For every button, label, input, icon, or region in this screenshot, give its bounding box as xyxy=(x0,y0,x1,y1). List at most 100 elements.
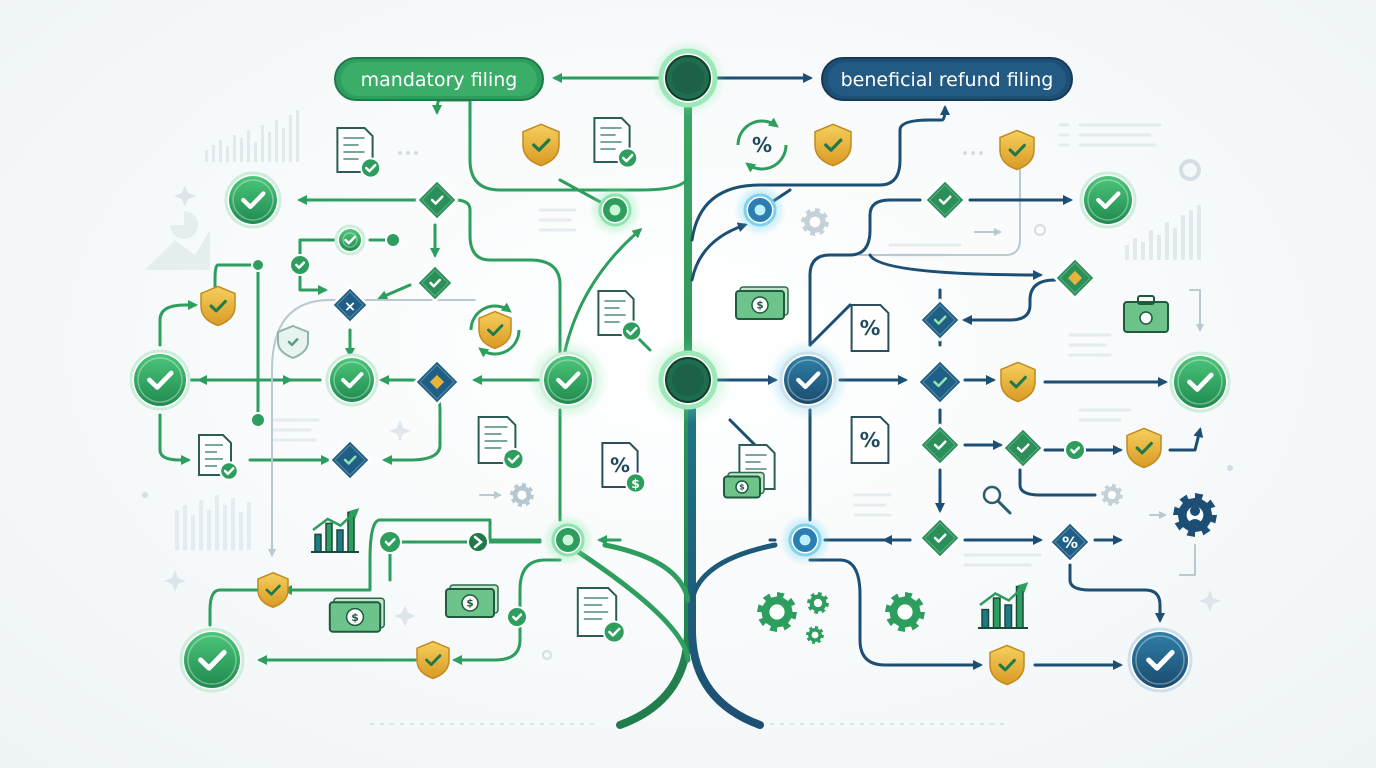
user-icon xyxy=(1186,506,1204,525)
svg-text:%: % xyxy=(610,454,630,477)
banknote-icon: $ xyxy=(328,597,385,633)
small-check-node xyxy=(378,530,402,554)
junction-node-blue xyxy=(743,193,777,227)
document-check-icon xyxy=(477,416,525,471)
decision-diamond-icon xyxy=(916,358,964,406)
gear-icon xyxy=(806,626,824,644)
decision-diamond-icon xyxy=(1001,426,1045,470)
banknote-icon: $ xyxy=(723,471,765,499)
decision-diamond-icon xyxy=(918,423,962,467)
check-circle-icon xyxy=(539,351,597,409)
banknote-icon: $ xyxy=(445,584,499,618)
check-circle-icon xyxy=(1079,171,1137,229)
shield-check-icon xyxy=(478,310,512,350)
junction-node-green xyxy=(598,193,632,227)
central-hub-node xyxy=(658,48,718,108)
decision-diamond-icon xyxy=(415,263,455,303)
central-hub-node xyxy=(658,350,718,410)
document-check-icon xyxy=(336,127,382,179)
trunk-left-root xyxy=(557,537,691,663)
faint-dots-icon xyxy=(142,151,1233,660)
small-check-node xyxy=(506,606,528,628)
mandatory-filing-pill: mandatory filing xyxy=(334,57,544,101)
svg-text:%: % xyxy=(860,428,881,452)
shield-check-icon xyxy=(200,285,236,327)
decision-diamond-icon xyxy=(1053,256,1097,300)
document-check-icon xyxy=(576,587,626,644)
percent-document-icon: %$ xyxy=(601,442,647,494)
trunk-left xyxy=(616,96,692,729)
gear-icon xyxy=(510,483,534,507)
small-node xyxy=(385,232,401,248)
check-circle-icon xyxy=(224,171,282,229)
gear-icon xyxy=(885,592,925,632)
banknote-icon: $ xyxy=(735,286,789,320)
small-node xyxy=(250,412,266,428)
svg-text:$: $ xyxy=(739,483,744,492)
percent-symbol: % xyxy=(752,133,772,157)
decision-diamond-icon xyxy=(415,178,459,222)
check-circle-icon xyxy=(1169,351,1231,413)
shield-outline-icon xyxy=(277,324,309,360)
junction-node-green xyxy=(551,523,585,557)
gear-icon xyxy=(801,208,829,236)
gear-icon xyxy=(807,592,829,614)
svg-text:$: $ xyxy=(631,477,640,491)
svg-text:%: % xyxy=(1062,533,1078,552)
percent-document-icon: % xyxy=(850,304,890,352)
shield-check-icon xyxy=(1000,361,1036,403)
check-circle-icon xyxy=(325,353,379,407)
beneficial-refund-filing-pill: beneficial refund filing xyxy=(821,57,1073,101)
trunk-right xyxy=(688,376,764,729)
background-decor xyxy=(142,110,1233,725)
beneficial-refund-filing-label: beneficial refund filing xyxy=(841,69,1054,91)
document-check-icon xyxy=(593,117,639,169)
svg-text:$: $ xyxy=(351,611,359,624)
decision-diamond-icon xyxy=(918,516,962,560)
svg-text:%: % xyxy=(860,316,881,340)
decision-diamond-icon xyxy=(923,178,967,222)
faint-bar-chart-icon xyxy=(205,110,299,162)
faint-area-chart-icon xyxy=(145,211,210,270)
bar-chart-icon xyxy=(978,582,1029,629)
decision-diamond-icon: × xyxy=(330,285,370,325)
shield-check-icon xyxy=(814,123,852,167)
shield-check-icon xyxy=(522,123,560,167)
gear-icon xyxy=(1101,484,1123,506)
document-check-icon xyxy=(198,434,239,481)
refresh-percent-icon xyxy=(469,302,521,358)
bar-chart-icon xyxy=(311,508,360,553)
check-circle-icon xyxy=(179,627,245,693)
refresh-percent-icon xyxy=(736,117,788,173)
mandatory-filing-label: mandatory filing xyxy=(361,69,518,91)
decision-diamond-icon xyxy=(918,298,962,342)
svg-text:$: $ xyxy=(466,598,473,610)
decision-diamond-icon xyxy=(413,358,461,406)
shield-check-icon xyxy=(989,644,1025,686)
magnifier-icon xyxy=(982,485,1012,515)
shield-check-icon xyxy=(257,571,289,609)
svg-text:×: × xyxy=(344,299,356,315)
chevron-right-icon xyxy=(467,531,489,553)
faint-dotted-chart-icon xyxy=(175,495,251,550)
document-check-icon xyxy=(597,290,643,342)
small-check-node xyxy=(1064,439,1086,461)
check-circle-icon xyxy=(129,349,191,411)
small-node xyxy=(251,258,265,272)
small-check-node xyxy=(289,254,311,276)
shield-check-icon xyxy=(1126,427,1162,469)
faint-bar-chart-right-icon xyxy=(1125,205,1201,260)
junction-node-blue xyxy=(788,523,822,557)
percent-document-icon: % xyxy=(850,416,890,464)
trunk-right-root xyxy=(689,542,778,603)
gear-icon xyxy=(757,592,797,632)
check-circle-icon xyxy=(779,351,837,409)
decision-diamond-icon xyxy=(328,438,372,482)
shield-check-icon xyxy=(999,129,1035,171)
check-circle-icon xyxy=(1127,627,1193,693)
check-circle-icon xyxy=(334,224,366,256)
faint-lines-icon xyxy=(270,123,1162,567)
decision-diamond-icon: % xyxy=(1048,520,1092,564)
